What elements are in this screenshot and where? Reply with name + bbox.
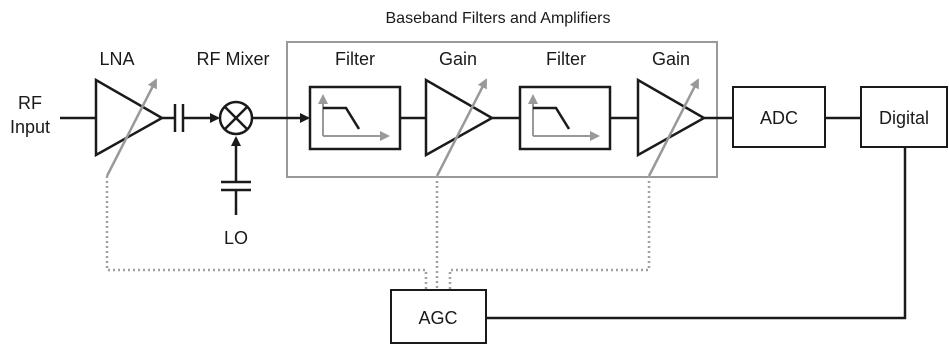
mixer-cross-b bbox=[224, 106, 248, 130]
digital-label: Digital bbox=[879, 108, 929, 128]
agc-control-gain2-dotted bbox=[448, 176, 651, 290]
gain1-label: Gain bbox=[439, 49, 477, 69]
agc-control-lna-dotted bbox=[105, 176, 428, 290]
rf-input-label-line1: RF bbox=[18, 93, 42, 113]
digital-block bbox=[860, 86, 948, 148]
baseband-group-border bbox=[286, 41, 718, 178]
adc-label: ADC bbox=[760, 108, 798, 128]
rf-input-label-line2: Input bbox=[10, 117, 50, 137]
gain1-amplifier bbox=[424, 77, 495, 158]
filter1-label: Filter bbox=[335, 49, 375, 69]
filter2-lowpass-icon bbox=[528, 94, 600, 141]
group-title: Baseband Filters and Amplifiers bbox=[386, 10, 611, 27]
lna-label: LNA bbox=[99, 49, 134, 69]
gain2-amplifier bbox=[636, 77, 707, 158]
digital-to-agc-wire bbox=[486, 147, 907, 320]
agc-block bbox=[390, 289, 487, 344]
agc-label: AGC bbox=[418, 308, 457, 328]
lna-amplifier bbox=[94, 77, 165, 158]
gain2-control-arrow bbox=[647, 78, 700, 177]
lo-label: LO bbox=[224, 228, 248, 248]
mixer-label: RF Mixer bbox=[197, 49, 270, 69]
filter1-lowpass-icon bbox=[318, 94, 390, 141]
gain1-control-arrow bbox=[435, 78, 488, 177]
adc-block bbox=[732, 86, 826, 148]
gain2-label: Gain bbox=[652, 49, 690, 69]
filter2-label: Filter bbox=[546, 49, 586, 69]
lna-gain-control-arrow bbox=[105, 78, 158, 177]
